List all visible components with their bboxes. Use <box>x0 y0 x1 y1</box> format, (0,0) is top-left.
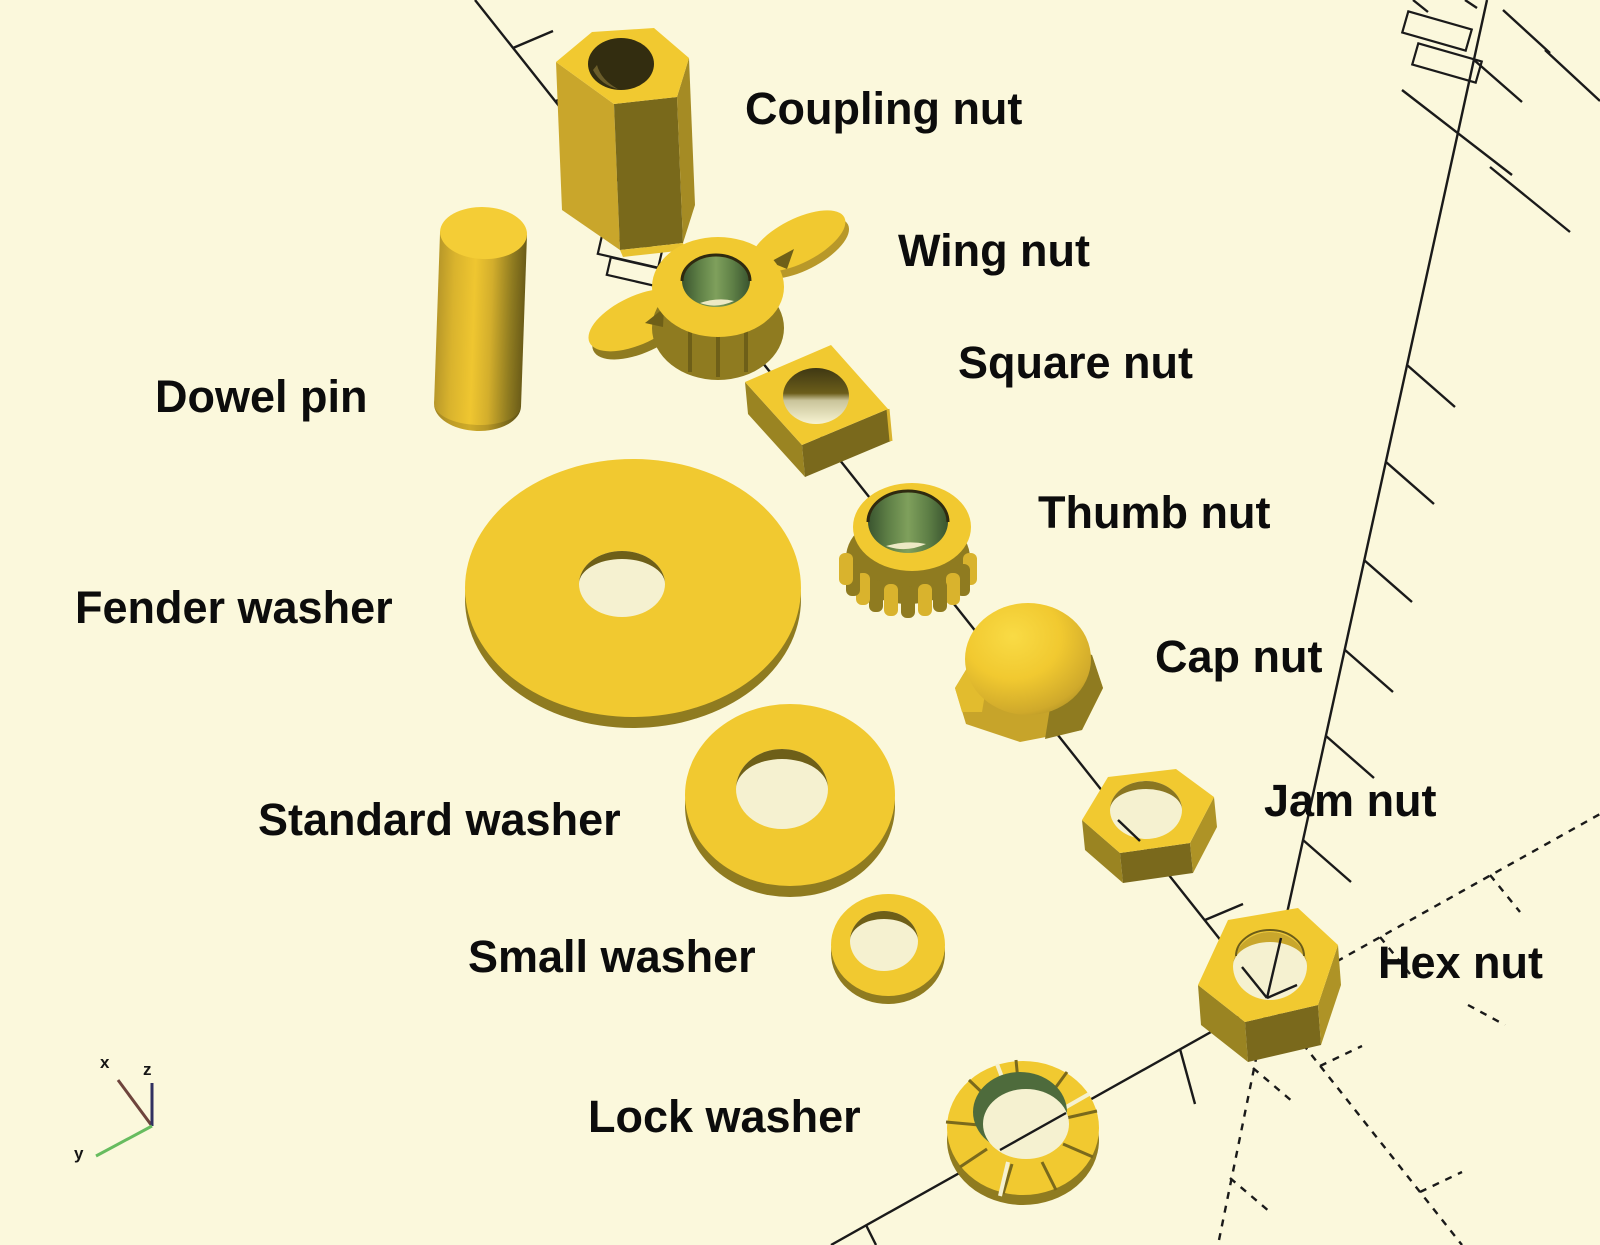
label-thumb-nut: Thumb nut <box>1038 487 1271 538</box>
part-small-washer <box>831 894 945 1004</box>
label-fender-washer: Fender washer <box>75 582 393 633</box>
label-wing-nut: Wing nut <box>898 225 1091 276</box>
label-coupling-nut: Coupling nut <box>745 83 1023 134</box>
part-thumb-nut <box>839 483 977 618</box>
origin-lines-in-bore <box>1241 937 1298 1000</box>
label-dowel-pin: Dowel pin <box>155 371 368 422</box>
part-jam-nut <box>1082 769 1217 883</box>
part-hex-nut <box>1198 908 1341 1062</box>
part-cap-nut <box>955 603 1103 742</box>
part-wing-nut <box>588 210 850 380</box>
label-lock-washer: Lock washer <box>588 1091 861 1142</box>
part-standard-washer <box>685 704 895 897</box>
gizmo-z-label: z <box>143 1060 152 1079</box>
axis-wireframe <box>474 0 1600 1245</box>
gizmo-x-axis <box>116 1079 154 1127</box>
axis-gizmo <box>95 1079 154 1158</box>
y-axis-negative <box>1299 812 1600 984</box>
segment-cuts <box>945 1059 1098 1195</box>
dashed-axes <box>1216 812 1600 1245</box>
label-cap-nut: Cap nut <box>1155 631 1323 682</box>
part-fender-washer <box>465 459 801 728</box>
label-small-washer: Small washer <box>468 931 756 982</box>
label-square-nut: Square nut <box>958 337 1194 388</box>
part-dowel-pin <box>434 207 528 431</box>
gizmo-y-axis <box>95 1124 153 1158</box>
label-jam-nut: Jam nut <box>1264 775 1437 826</box>
part-coupling-nut <box>556 28 695 257</box>
z-axis-line <box>1266 0 1489 1001</box>
gizmo-x-label: x <box>100 1053 110 1072</box>
x-axis-negative <box>1267 999 1463 1245</box>
gizmo-y-label: y <box>74 1144 84 1163</box>
knurl-posts <box>839 553 977 618</box>
part-square-nut <box>745 345 893 477</box>
label-hex-nut: Hex nut <box>1378 937 1544 988</box>
label-standard-washer: Standard washer <box>258 794 621 845</box>
part-lock-washer <box>945 1059 1099 1205</box>
